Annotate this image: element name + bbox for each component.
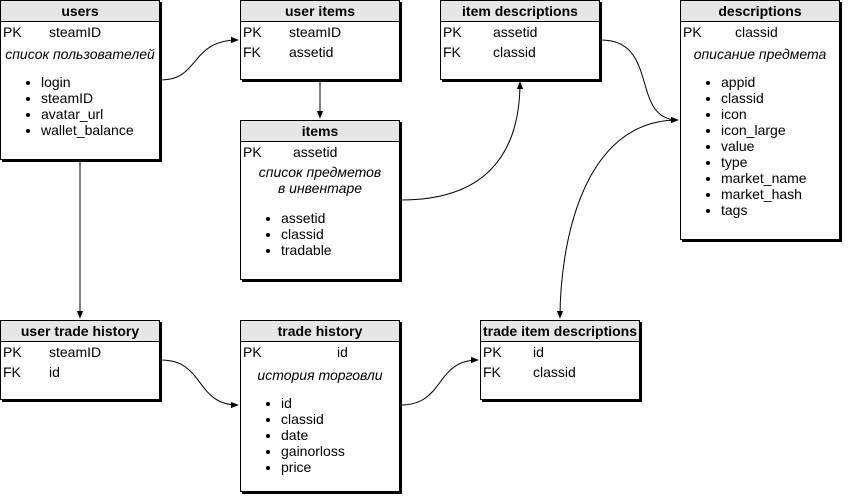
list-item: market_hash xyxy=(721,186,839,202)
field-name: id xyxy=(337,344,348,360)
entity-title: trade history xyxy=(241,321,399,342)
field-list: login steamID avatar_url wallet_balance xyxy=(1,74,159,138)
entity-title: item descriptions xyxy=(441,1,599,22)
edge-item-descriptions-to-descriptions xyxy=(600,39,679,124)
key-label: PK xyxy=(683,24,702,40)
entity-title: user items xyxy=(241,1,399,22)
entity-user-trade-history[interactable]: user trade history PK steamID FK id xyxy=(0,320,160,400)
list-item: avatar_url xyxy=(41,106,159,122)
field-name: id xyxy=(49,364,60,380)
field-name: steamID xyxy=(49,344,102,360)
list-item: date xyxy=(281,427,399,443)
field-list: appid classid icon icon_large value type… xyxy=(681,74,839,218)
entity-description: описание предмета xyxy=(693,46,827,62)
entity-trade-history[interactable]: trade history PK id история торговли id … xyxy=(240,320,400,492)
key-row: PK steamID xyxy=(241,22,399,42)
key-row: FK id xyxy=(1,362,159,382)
entity-description: история торговли xyxy=(257,367,383,383)
entity-items[interactable]: items PK assetid список предметов в инве… xyxy=(240,120,400,280)
entity-users[interactable]: users PK steamID список пользователей lo… xyxy=(0,0,160,160)
key-label: FK xyxy=(483,364,501,380)
entity-title: items xyxy=(241,121,399,142)
field-name: classid xyxy=(533,364,576,380)
field-name: assetid xyxy=(289,44,334,60)
key-row: PK assetid xyxy=(241,142,399,162)
key-row: FK classid xyxy=(441,42,599,62)
key-row: FK assetid xyxy=(241,42,399,62)
field-name: assetid xyxy=(493,24,538,40)
edge-users-to-user-items xyxy=(160,36,239,81)
entity-descriptions[interactable]: descriptions PK classid описание предмет… xyxy=(680,0,840,240)
list-item: classid xyxy=(721,90,839,106)
key-row: PK id xyxy=(481,342,639,362)
list-item: tags xyxy=(721,202,839,218)
edge-descriptions-to-trade-item-descriptions xyxy=(556,119,679,319)
entity-title: trade item descriptions xyxy=(481,321,639,342)
key-row: PK assetid xyxy=(441,22,599,42)
field-list: id classid date gainorloss price xyxy=(241,395,399,475)
field-name: classid xyxy=(493,44,536,60)
list-item: icon xyxy=(721,106,839,122)
key-row: PK classid xyxy=(681,22,839,42)
list-item: steamID xyxy=(41,90,159,106)
entity-title: descriptions xyxy=(681,1,839,22)
key-label: PK xyxy=(443,24,462,40)
edge-items-to-item-descriptions xyxy=(400,81,524,201)
key-label: FK xyxy=(243,44,261,60)
field-name: classid xyxy=(735,24,778,40)
entity-trade-item-descriptions[interactable]: trade item descriptions PK id FK classid xyxy=(480,320,640,400)
description-line: в инвентаре xyxy=(277,180,363,196)
list-item: gainorloss xyxy=(281,443,399,459)
entity-item-descriptions[interactable]: item descriptions PK assetid FK classid xyxy=(440,0,600,80)
entity-title: users xyxy=(1,1,159,22)
list-item: wallet_balance xyxy=(41,122,159,138)
list-item: classid xyxy=(281,226,399,242)
field-name: steamID xyxy=(289,24,342,40)
list-item: tradable xyxy=(281,242,399,258)
key-label: FK xyxy=(3,364,21,380)
list-item: value xyxy=(721,138,839,154)
list-item: id xyxy=(281,395,399,411)
key-row: PK id xyxy=(241,342,399,362)
description-line: список предметов xyxy=(258,164,382,180)
key-label: PK xyxy=(483,344,502,360)
edge-trade-history-to-trade-item-descriptions xyxy=(400,356,479,406)
list-item: appid xyxy=(721,74,839,90)
field-name: assetid xyxy=(293,144,338,160)
field-list: assetid classid tradable xyxy=(241,210,399,258)
list-item: type xyxy=(721,154,839,170)
key-label: PK xyxy=(3,344,22,360)
key-label: PK xyxy=(243,144,262,160)
entity-user-items[interactable]: user items PK steamID FK assetid xyxy=(240,0,400,80)
edge-user-trade-history-to-trade-history xyxy=(160,359,239,409)
field-name: id xyxy=(533,344,544,360)
key-row: PK steamID xyxy=(1,342,159,362)
field-name: steamID xyxy=(49,24,102,40)
list-item: assetid xyxy=(281,210,399,226)
key-row: FK classid xyxy=(481,362,639,382)
entity-title: user trade history xyxy=(1,321,159,342)
list-item: price xyxy=(281,459,399,475)
key-label: PK xyxy=(243,344,262,360)
list-item: icon_large xyxy=(721,122,839,138)
key-label: FK xyxy=(443,44,461,60)
key-row: PK steamID xyxy=(1,22,159,42)
key-label: PK xyxy=(3,24,22,40)
list-item: classid xyxy=(281,411,399,427)
list-item: market_name xyxy=(721,170,839,186)
list-item: login xyxy=(41,74,159,90)
entity-description: список пользователей xyxy=(5,46,155,62)
entity-description: список предметов в инвентаре xyxy=(241,164,399,196)
key-label: PK xyxy=(243,24,262,40)
